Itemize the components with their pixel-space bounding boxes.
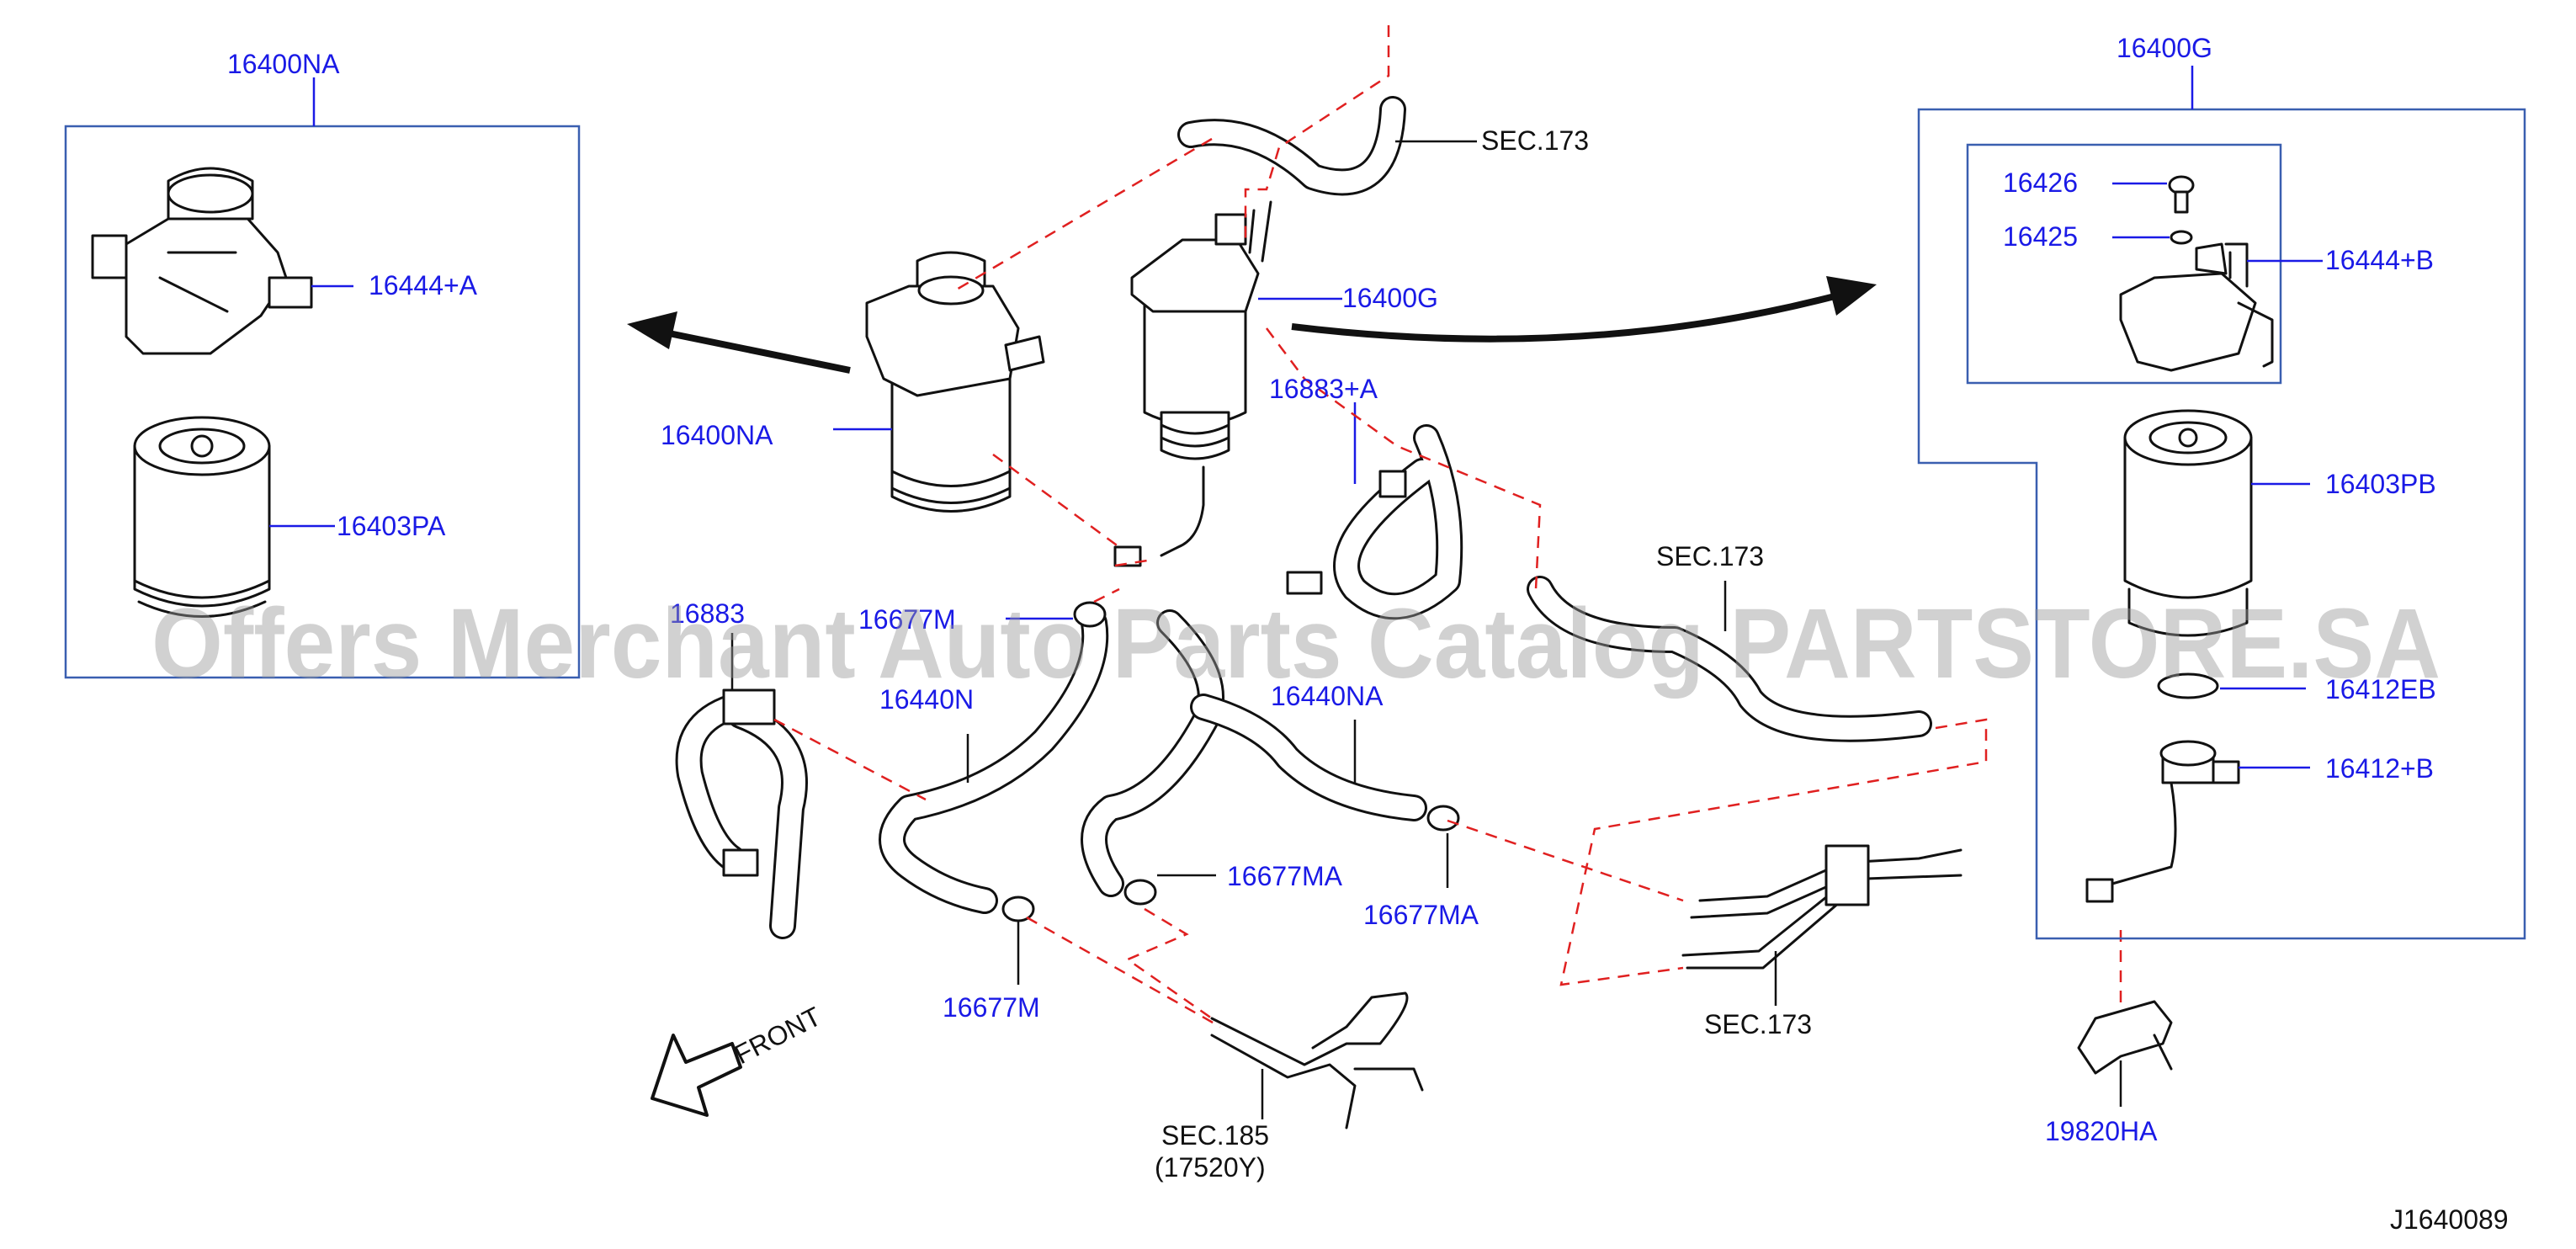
label-16883a[interactable]: 16883+A (1269, 374, 1378, 404)
washer-16425-drawing (2170, 230, 2193, 245)
label-16440na[interactable]: 16440NA (1271, 681, 1384, 711)
filter-16403pb-drawing (2123, 409, 2253, 637)
label-16440n[interactable]: 16440N (879, 684, 974, 715)
filter-head-16444b-drawing (2119, 242, 2274, 372)
filter-16400g-drawing (1113, 200, 1272, 567)
clamp-16677ma-b-drawing (1426, 805, 1460, 832)
inset-box-16400na (64, 77, 581, 679)
watermark: Offers Merchant Auto Parts Catalog PARTS… (151, 588, 2441, 699)
filter-16403pa-drawing (133, 416, 271, 618)
diagram-id: J1640089 (2390, 1204, 2509, 1235)
screw-16426-drawing (2168, 175, 2195, 214)
label-16444a[interactable]: 16444+A (369, 270, 478, 300)
dashed-guides (773, 25, 2122, 1028)
hose-sec173-mid-drawing (1527, 576, 1932, 742)
oring-16412eb-drawing (2157, 672, 2219, 699)
clamp-16883a-drawing (1286, 424, 1463, 620)
label-16426[interactable]: 16426 (2003, 167, 2078, 198)
label-sec173-bot[interactable]: SEC.173 (1704, 1009, 1812, 1039)
label-16400g-mid[interactable]: 16400G (1342, 283, 1438, 313)
clamp-16883-drawing (675, 688, 808, 939)
label-16400na-top[interactable]: 16400NA (227, 49, 340, 79)
arrow-to-right-inset (1291, 276, 1877, 343)
front-label: FRONT (730, 1001, 826, 1070)
filter-head-16444a-drawing (91, 167, 313, 355)
hose-sec173-top-drawing (1177, 96, 1406, 196)
filter-assembly-16400na-drawing (865, 251, 1045, 513)
arrow-to-left-inset (627, 311, 851, 374)
label-16403pb[interactable]: 16403PB (2325, 469, 2436, 499)
hose-16440n-drawing (879, 609, 1109, 914)
label-16412eb[interactable]: 16412EB (2325, 674, 2436, 704)
label-16400g-top[interactable]: 16400G (2117, 33, 2212, 63)
hose-16440na-drawing (1081, 609, 1427, 897)
front-arrow-icon (651, 1034, 742, 1117)
label-16403pa[interactable]: 16403PA (337, 511, 446, 541)
label-16444b[interactable]: 16444+B (2325, 245, 2434, 275)
bracket-19820ha-drawing (2077, 1000, 2173, 1075)
label-16677m-bot[interactable]: 16677M (943, 992, 1040, 1023)
label-16883[interactable]: 16883 (670, 598, 745, 629)
label-16677ma-a[interactable]: 16677MA (1227, 861, 1343, 891)
bracket-sec185-drawing (1210, 991, 1424, 1129)
sensor-16412b-drawing (2085, 740, 2240, 903)
clamp-16677ma-a-drawing (1123, 879, 1157, 906)
label-16425[interactable]: 16425 (2003, 221, 2078, 252)
label-sec173-mid[interactable]: SEC.173 (1656, 541, 1764, 571)
clamp-16677m-top-drawing (1073, 601, 1107, 628)
label-17520y[interactable]: (17520Y) (1155, 1152, 1266, 1183)
inset-box-16400g (1917, 66, 2526, 940)
label-16677m-top[interactable]: 16677M (858, 604, 956, 635)
pipes-sec173-bottom-drawing (1681, 844, 1963, 970)
label-sec173-top[interactable]: SEC.173 (1481, 125, 1589, 156)
clamp-16677m-bot-drawing (1001, 896, 1035, 922)
label-sec185[interactable]: SEC.185 (1161, 1120, 1269, 1151)
label-16400na-mid[interactable]: 16400NA (661, 420, 773, 450)
label-16677ma-b[interactable]: 16677MA (1363, 900, 1479, 930)
label-16412b[interactable]: 16412+B (2325, 753, 2434, 784)
label-19820ha[interactable]: 19820HA (2045, 1116, 2158, 1146)
